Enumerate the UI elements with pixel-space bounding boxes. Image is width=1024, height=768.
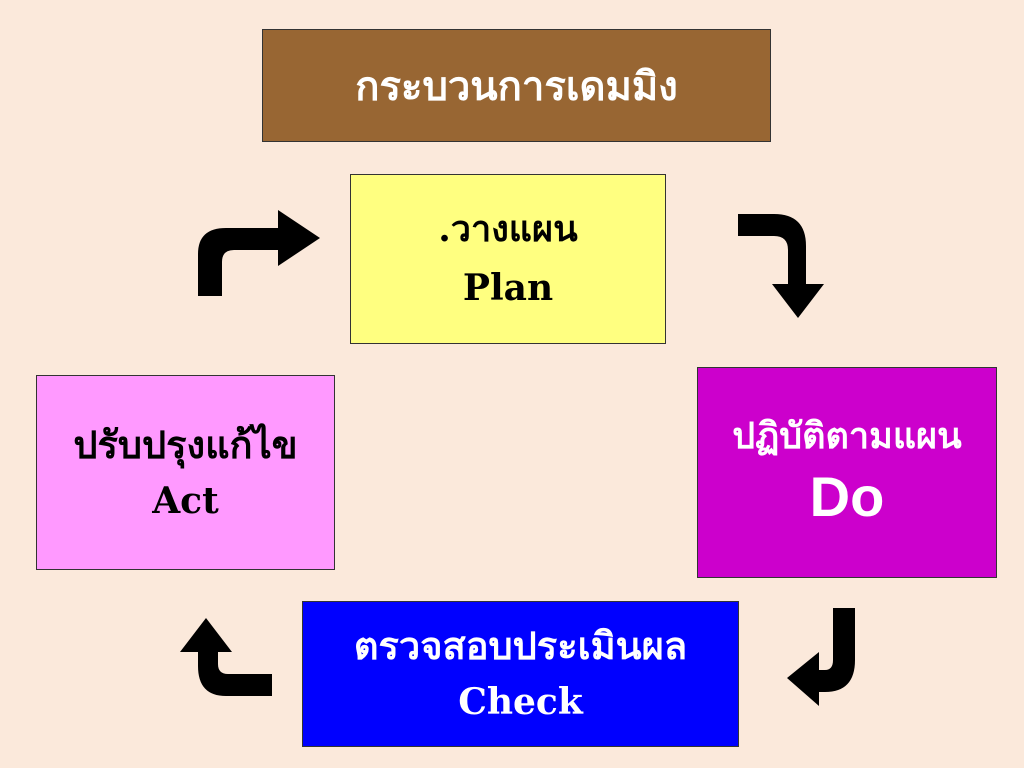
act-thai-label: ปรับปรุงแก้ไข xyxy=(73,421,298,467)
do-to-check-arrow-icon xyxy=(787,608,855,706)
act-english-label: Act xyxy=(152,479,219,522)
check-english-label: Check xyxy=(458,681,583,724)
diagram-title: กระบวนการเดมมิง xyxy=(355,62,678,110)
plan-english-label: Plan xyxy=(462,267,554,309)
plan-to-do-arrow-icon xyxy=(738,214,824,318)
plan-step-box: .วางแผน Plan xyxy=(350,174,666,344)
do-step-box: ปฏิบัติตามแผน Do xyxy=(697,367,997,578)
act-step-box: ปรับปรุงแก้ไข Act xyxy=(36,375,335,570)
act-to-plan-arrow-icon xyxy=(198,210,320,296)
check-thai-label: ตรวจสอบประเมินผล xyxy=(353,623,688,669)
diagram-title-box: กระบวนการเดมมิง xyxy=(262,29,771,142)
check-step-box: ตรวจสอบประเมินผล Check xyxy=(302,601,739,747)
do-thai-label: ปฏิบัติตามแผน xyxy=(732,414,962,457)
plan-thai-label: .วางแผน xyxy=(438,207,578,250)
check-to-act-arrow-icon xyxy=(180,618,272,696)
do-english-label: Do xyxy=(809,465,885,528)
